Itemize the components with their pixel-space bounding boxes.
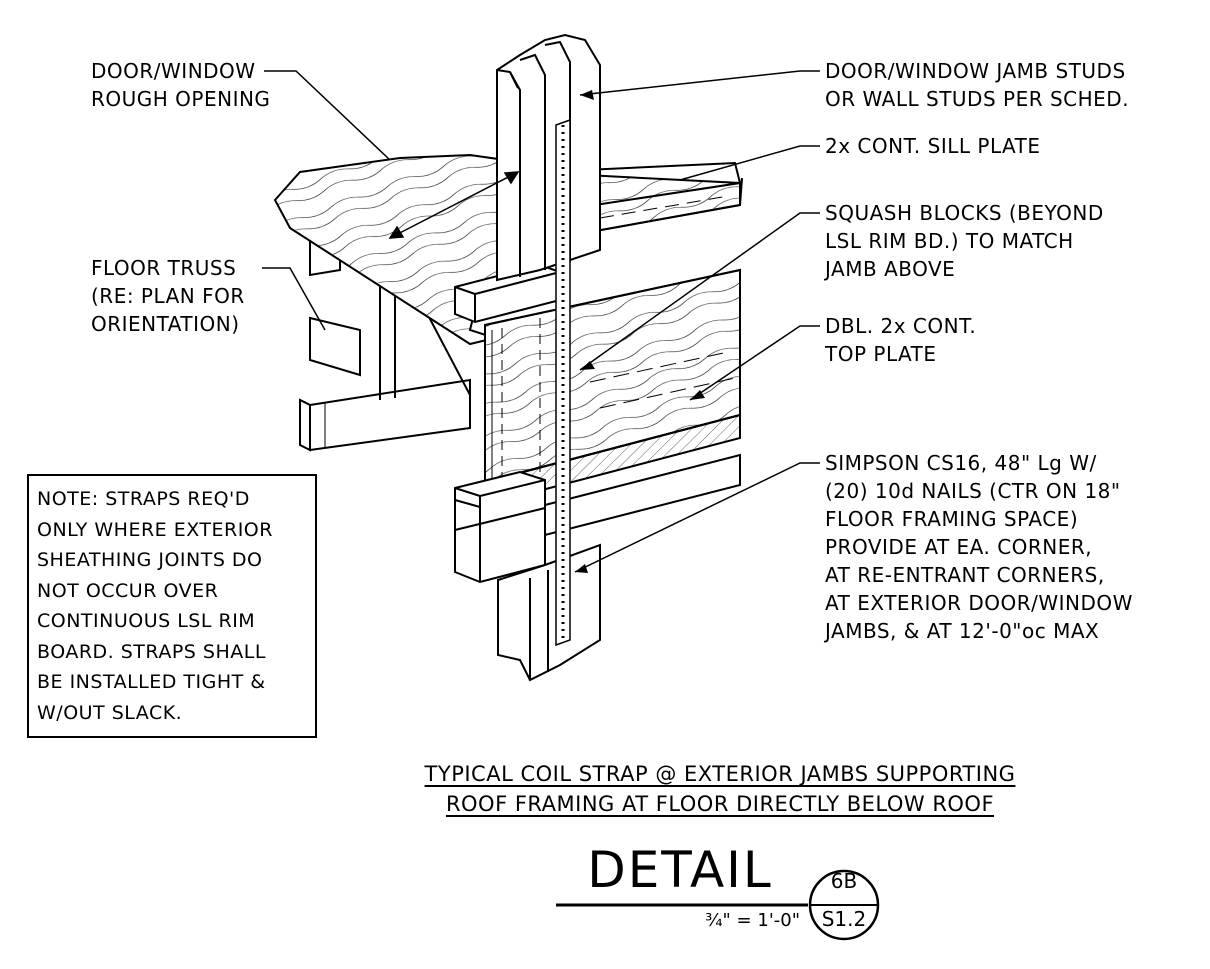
leader-lines (262, 70, 820, 573)
detail-title-line-2: ROOF FRAMING AT FLOOR DIRECTLY BELOW ROO… (445, 792, 995, 816)
bottom-plates (454, 453, 741, 584)
jamb-studs-upper (496, 33, 601, 282)
detail-sheet-reference: S1.2 (821, 907, 867, 931)
label-top-plate: DBL. 2x CONT. TOP PLATE (825, 314, 977, 366)
label-sill-plate: 2x CONT. SILL PLATE (825, 134, 1041, 158)
rim-board (484, 268, 741, 507)
note-text: NOTE: STRAPS REQ'D ONLY WHERE EXTERIOR S… (37, 488, 273, 724)
detail-title-line-1: TYPICAL COIL STRAP @ EXTERIOR JAMBS SUPP… (424, 762, 1016, 786)
arrow-rough-opening (388, 171, 520, 239)
detail-number: 6B (830, 869, 858, 893)
leader-arrowheads (575, 90, 705, 573)
label-rough-opening: DOOR/WINDOW ROUGH OPENING (91, 59, 271, 111)
note-box (27, 474, 317, 738)
detail-scale: ¾" = 1'-0" (705, 910, 800, 931)
label-squash-blocks: SQUASH BLOCKS (BEYOND LSL RIM BD.) TO MA… (825, 201, 1104, 281)
label-simpson-strap: SIMPSON CS16, 48" Lg W/ (20) 10d NAILS (… (825, 451, 1133, 643)
detail-heading: DETAIL (587, 841, 773, 899)
sill-plate (583, 161, 743, 234)
label-floor-truss: FLOOR TRUSS (RE: PLAN FOR ORIENTATION) (91, 256, 245, 336)
detail-tag-graphics (556, 869, 880, 941)
coil-strap (555, 118, 571, 647)
label-jamb-studs: DOOR/WINDOW JAMB STUDS OR WALL STUDS PER… (825, 59, 1130, 111)
